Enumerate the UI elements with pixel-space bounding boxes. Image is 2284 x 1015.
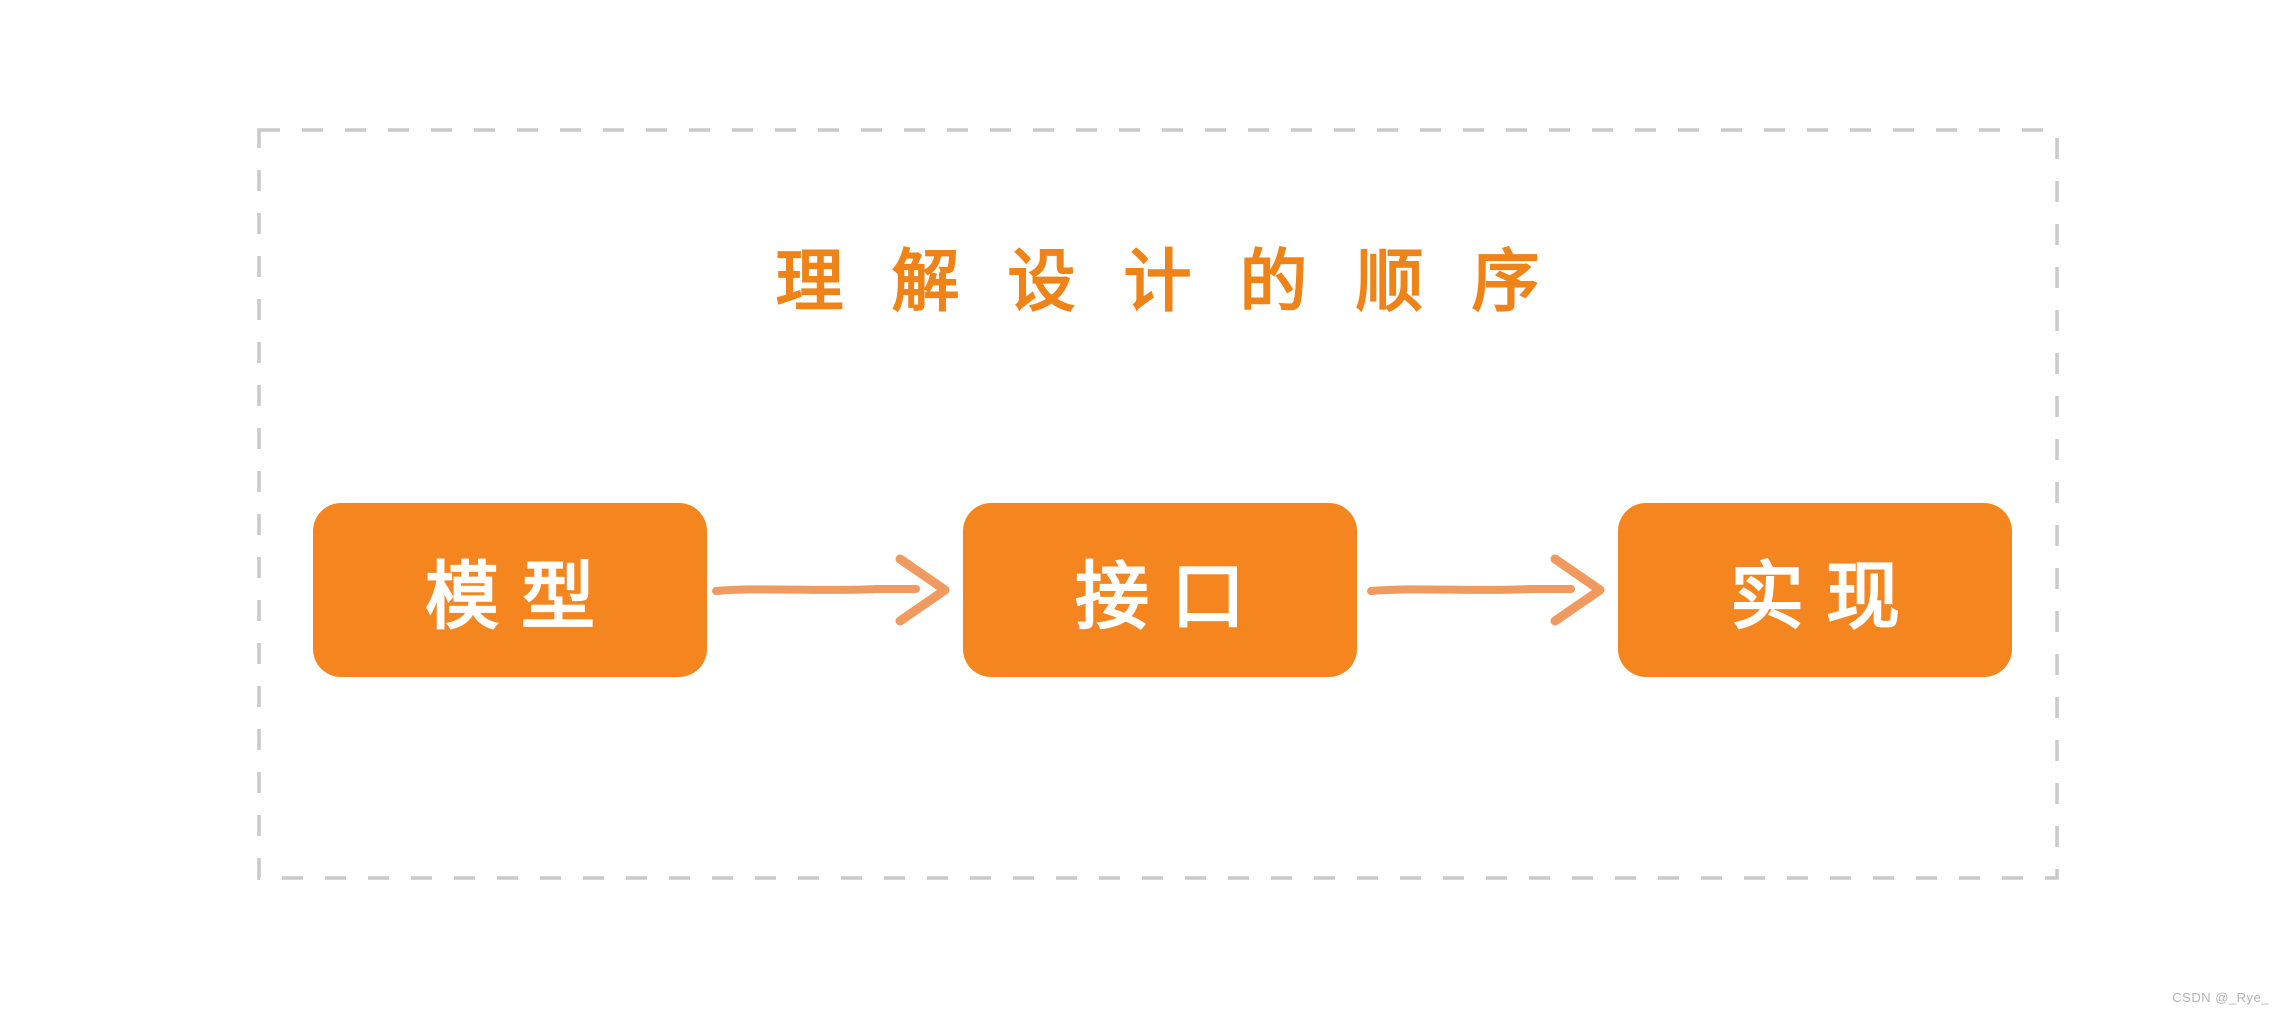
watermark: CSDN @_Rye_ (2172, 990, 2269, 1005)
node-model-label: 模型 (425, 554, 617, 638)
node-implementation: 实现 (1620, 505, 2010, 675)
node-interface-label: 接口 (1075, 554, 1267, 638)
node-interface: 接口 (965, 505, 1355, 675)
diagram-title: 理解设计的顺序 (775, 244, 1588, 320)
arrow-model-to-interface-icon (712, 554, 950, 626)
arrow-interface-to-implementation-icon (1367, 554, 1605, 626)
node-model: 模型 (315, 505, 705, 675)
node-implementation-label: 实现 (1730, 554, 1922, 638)
